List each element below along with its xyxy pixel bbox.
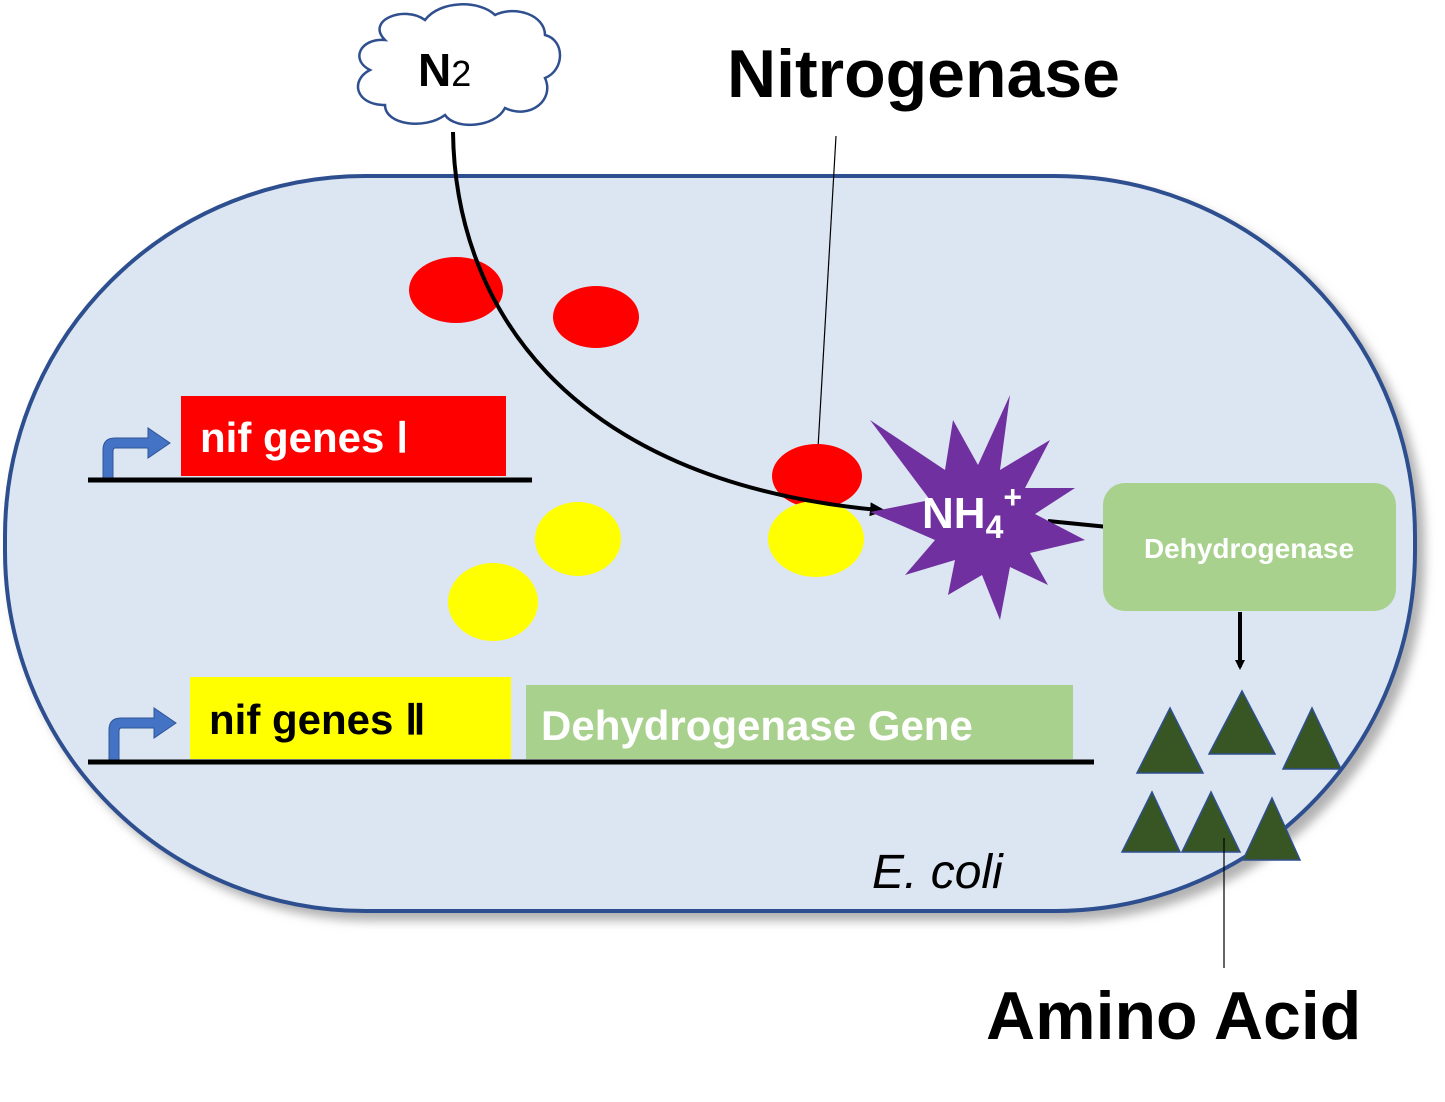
promoter-arrow-icon [108, 707, 177, 763]
nif-genes-2-box [190, 677, 511, 759]
nh4-superscript: + [1003, 479, 1022, 515]
n2-main: N [418, 44, 451, 96]
nh4-main: NH [922, 489, 986, 538]
amino-acid-cluster [1120, 689, 1343, 861]
n2-to-nh4-arrow [451, 131, 886, 517]
n2-label: N2 [418, 44, 471, 96]
nitrogenase-pointer-line [817, 135, 837, 449]
amino-acid-label: Amino Acid [986, 978, 1361, 1054]
triangle-icon [1281, 706, 1343, 770]
nitrogenase-yellow-subunit [768, 501, 864, 577]
nh4-to-dehydrogenase-line [1047, 519, 1109, 529]
nif2-protein [535, 502, 621, 576]
nif2-protein [448, 563, 538, 641]
triangle-icon [1207, 689, 1277, 755]
nif-genes-1-box [181, 396, 506, 476]
ecoli-label: E. coli [872, 846, 1004, 899]
triangle-icon [1241, 796, 1302, 861]
n2-subscript: 2 [451, 53, 471, 94]
nh4-subscript: 4 [986, 509, 1004, 545]
nh4-label: NH4+ [922, 479, 1022, 545]
dehydrogenase-enzyme [1103, 483, 1396, 611]
dehydrogenase-gene-box [526, 685, 1073, 759]
nitrogenase-red-subunit [772, 444, 862, 508]
nif-genes-2-label: nif genes Ⅱ [209, 696, 426, 743]
star-burst-icon [870, 395, 1085, 620]
nif-genes-1-label: nif genes Ⅰ [200, 414, 408, 461]
nitrogenase-label: Nitrogenase [727, 36, 1120, 112]
cloud-icon [356, 3, 562, 127]
triangle-icon [1135, 706, 1205, 774]
triangle-icon [1120, 790, 1182, 853]
dehydrogenase-gene-label: Dehydrogenase Gene [541, 702, 973, 749]
nif1-protein [553, 286, 639, 348]
promoter-arrow-icon [102, 427, 171, 481]
triangle-icon [1180, 790, 1242, 853]
nif1-protein [409, 257, 503, 323]
dehydrogenase-enzyme-label: Dehydrogenase [1144, 533, 1354, 564]
